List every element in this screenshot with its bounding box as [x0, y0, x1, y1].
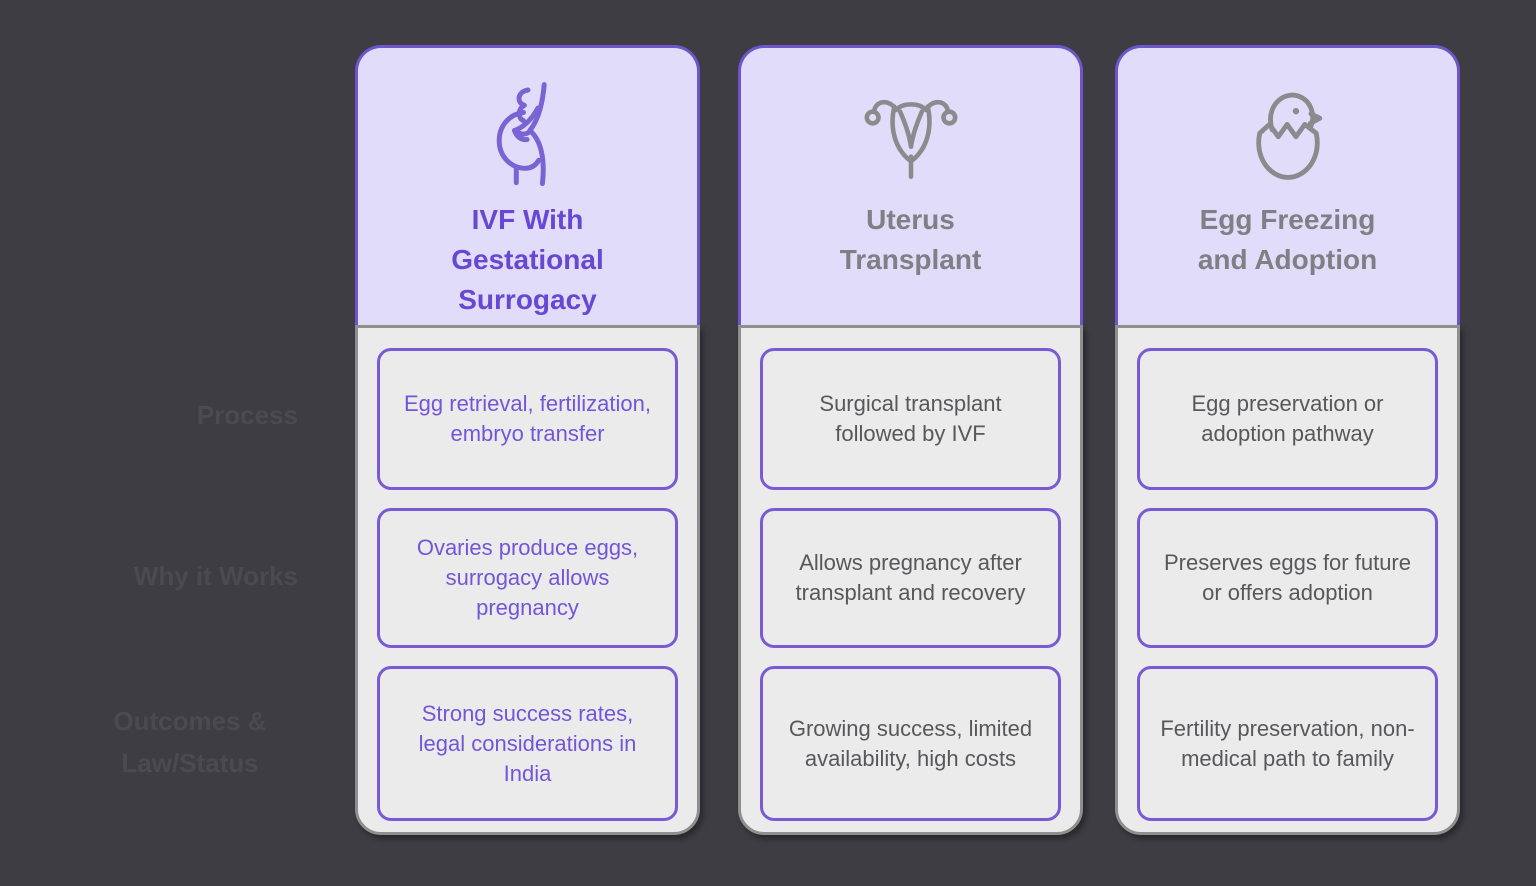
cell-why-ivf: Ovaries produce eggs, surrogacy allows p…: [377, 508, 678, 648]
column-header: Egg Freezing and Adoption: [1115, 45, 1460, 325]
cell-process-egg-freezing: Egg preservation or adoption pathway: [1137, 348, 1438, 490]
column-egg-freezing-adoption: Egg Freezing and Adoption Egg preservati…: [1115, 45, 1460, 835]
column-title: Uterus Transplant: [839, 204, 982, 275]
cell-process-uterus: Surgical transplant followed by IVF: [760, 348, 1061, 490]
column-body: Egg preservation or adoption pathway Pre…: [1115, 325, 1460, 835]
row-label-outcomes-law-status: Outcomes & Law/Status: [113, 706, 267, 778]
uterus-icon: [859, 76, 963, 194]
cell-outcomes-ivf: Strong success rates, legal consideratio…: [377, 666, 678, 821]
row-label-why-it-works: Why it Works: [133, 561, 298, 591]
cell-outcomes-egg-freezing: Fertility preservation, non-medical path…: [1137, 666, 1438, 821]
column-header: IVF With Gestational Surrogacy: [355, 45, 700, 325]
column-uterus-transplant: Uterus Transplant Surgical transplant fo…: [738, 45, 1083, 835]
column-header: Uterus Transplant: [738, 45, 1083, 325]
row-label-process: Process: [196, 400, 298, 430]
column-body: Egg retrieval, fertilization, embryo tra…: [355, 325, 700, 835]
column-body: Surgical transplant followed by IVF Allo…: [738, 325, 1083, 835]
hatching-chick-icon: [1235, 76, 1341, 194]
cell-process-ivf: Egg retrieval, fertilization, embryo tra…: [377, 348, 678, 490]
pregnant-woman-icon: [474, 76, 582, 194]
column-title: IVF With Gestational Surrogacy: [451, 204, 604, 315]
column-ivf-gestational-surrogacy: IVF With Gestational Surrogacy Egg retri…: [355, 45, 700, 835]
cell-outcomes-uterus: Growing success, limited availability, h…: [760, 666, 1061, 821]
cell-why-uterus: Allows pregnancy after transplant and re…: [760, 508, 1061, 648]
column-title: Egg Freezing and Adoption: [1197, 204, 1378, 275]
cell-why-egg-freezing: Preserves eggs for future or offers adop…: [1137, 508, 1438, 648]
